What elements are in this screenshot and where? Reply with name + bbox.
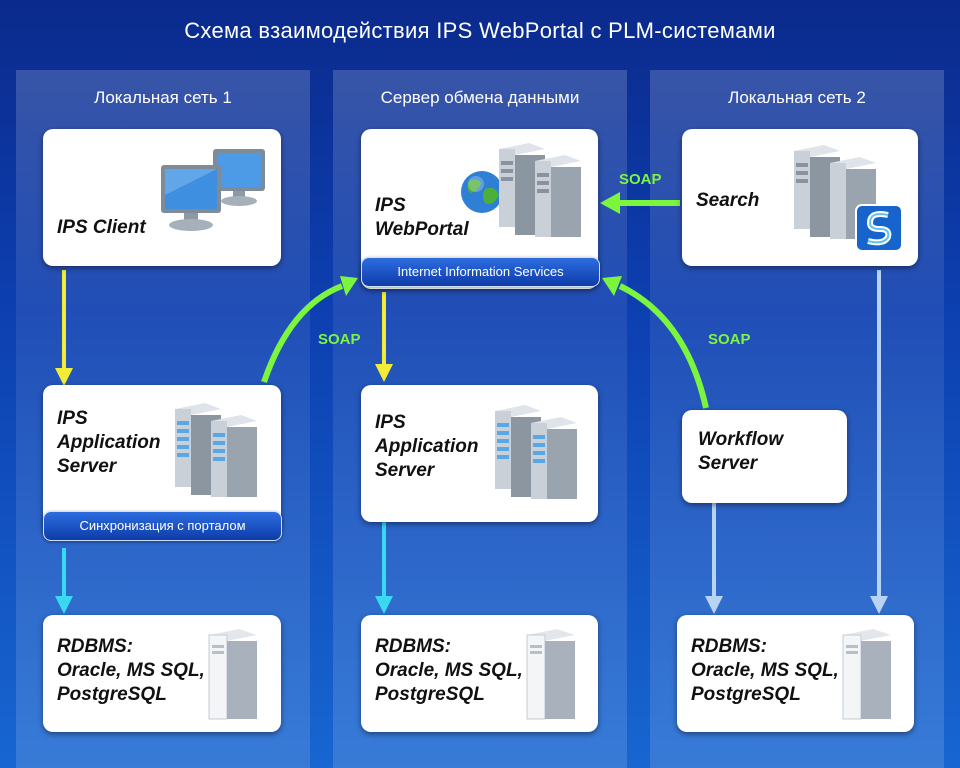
column-heading: Локальная сеть 1 — [94, 88, 232, 107]
node-label: IPS Application Server — [57, 408, 161, 477]
arrow-webportal-to-app-server — [375, 292, 393, 382]
left-app-server-card: IPS Application Server — [43, 385, 281, 535]
mid-app-server-card: IPS Application Server — [361, 385, 598, 522]
arrow-search-to-rdbms — [870, 270, 888, 614]
arrow-search-to-webportal — [600, 192, 680, 214]
arrow-app-server-to-webportal — [261, 276, 358, 383]
iis-label: Internet Information Services — [361, 257, 600, 287]
server-tower-icon — [499, 143, 581, 237]
right-rdbms-card: RDBMS: Oracle, MS SQL, PostgreSQL — [677, 615, 914, 732]
search-logo-icon — [855, 204, 903, 252]
arrow-workflow-to-webportal — [602, 276, 709, 409]
sync-with-portal-label: Синхронизация с порталом — [43, 511, 282, 541]
soap-label: SOAP — [708, 331, 751, 348]
arrow-client-to-app-server — [55, 270, 73, 386]
node-label: Search — [696, 190, 760, 211]
workflow-server-card: Workflow Server — [682, 410, 847, 503]
database-server-icon — [842, 629, 891, 720]
soap-label: SOAP — [619, 171, 662, 188]
arrow-left-app-to-rdbms — [55, 548, 73, 614]
column-heading: Локальная сеть 2 — [728, 88, 866, 107]
arrow-mid-app-to-rdbms — [375, 522, 393, 614]
diagram-title: Схема взаимодействия IPS WebPortal с PLM… — [184, 18, 776, 43]
database-server-icon — [526, 629, 575, 720]
ips-client-card: IPS Client — [43, 129, 281, 266]
server-tower-icon — [495, 405, 577, 499]
mid-rdbms-card: RDBMS: Oracle, MS SQL, PostgreSQL — [361, 615, 598, 732]
node-label: IPS Application Server — [375, 412, 479, 481]
arrow-workflow-to-rdbms — [705, 503, 723, 614]
node-label: RDBMS: Oracle, MS SQL, PostgreSQL — [57, 636, 205, 705]
column-heading: Сервер обмена данными — [380, 88, 580, 107]
monitor-pair-icon — [161, 149, 265, 231]
left-rdbms-card: RDBMS: Oracle, MS SQL, PostgreSQL — [43, 615, 281, 732]
globe-icon — [461, 171, 503, 213]
node-label: IPS Client — [57, 217, 146, 238]
search-card: Search — [682, 129, 918, 266]
node-label: RDBMS: Oracle, MS SQL, PostgreSQL — [375, 636, 523, 705]
node-label: RDBMS: Oracle, MS SQL, PostgreSQL — [691, 636, 839, 705]
soap-label: SOAP — [318, 331, 361, 348]
node-label: Workflow Server — [698, 429, 784, 474]
server-tower-icon — [175, 403, 257, 497]
database-server-icon — [208, 629, 257, 720]
node-label: IPS WebPortal — [375, 195, 469, 240]
